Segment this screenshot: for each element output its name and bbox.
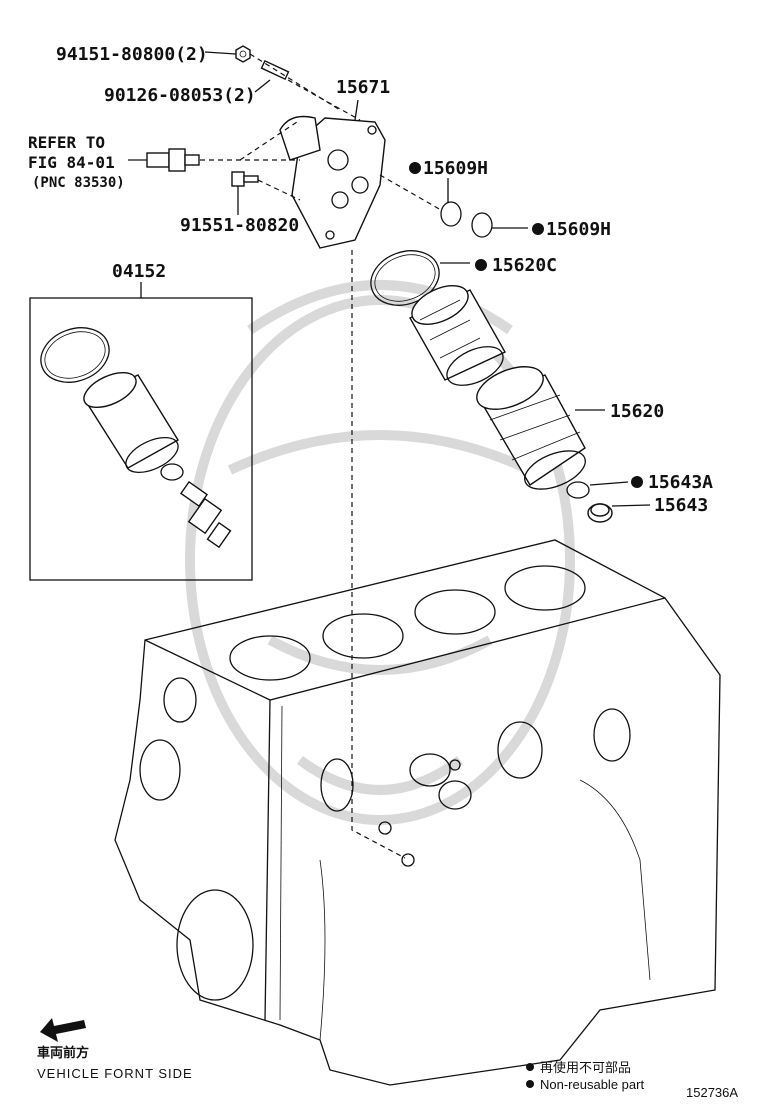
watermark-emblem xyxy=(185,280,575,825)
refer-line-2: FIG 84-01 xyxy=(28,153,115,172)
non-reusable-dot-icon xyxy=(409,162,421,174)
kit-contents xyxy=(40,327,232,549)
o-ring-15643a xyxy=(566,481,590,499)
non-reusable-dot-icon xyxy=(532,223,544,235)
legend-en: Non-reusable part xyxy=(540,1077,644,1092)
nut-94151 xyxy=(235,45,251,63)
drain-plug-15643 xyxy=(587,503,613,523)
label-94151: 94151-80800(2) xyxy=(56,44,208,65)
label-90126: 90126-08053(2) xyxy=(104,85,256,106)
cylinder-block xyxy=(114,539,721,1086)
label-04152: 04152 xyxy=(112,261,166,282)
oil-filter-bracket-15671 xyxy=(279,115,386,249)
front-label-jp: 車両前方 xyxy=(37,1045,89,1060)
refer-line-3: (PNC 83530) xyxy=(32,175,125,191)
legend-dot-icon xyxy=(526,1080,534,1088)
non-reusable-dot-icon xyxy=(631,476,643,488)
label-91551: 91551-80820 xyxy=(180,215,299,236)
filter-element xyxy=(409,285,506,386)
legend-dot-icon xyxy=(526,1063,534,1071)
label-15620c: 15620C xyxy=(492,255,557,276)
refer-line-1: REFER TO xyxy=(28,133,105,152)
oil-pressure-switch xyxy=(146,148,200,172)
label-15643: 15643 xyxy=(654,495,708,516)
non-reusable-dot-icon xyxy=(475,259,487,271)
filter-cap-15620 xyxy=(476,366,586,490)
bolt-91551 xyxy=(231,171,259,187)
figure-id: 152736A xyxy=(686,1085,738,1100)
legend-jp: 再使用不可部品 xyxy=(540,1060,631,1075)
o-ring-15609h-b xyxy=(471,212,493,238)
label-15620: 15620 xyxy=(610,401,664,422)
label-15643a: 15643A xyxy=(648,472,713,493)
front-arrow-icon xyxy=(40,1018,86,1042)
o-ring-15609h-a xyxy=(440,201,462,227)
label-15609h-b: 15609H xyxy=(546,219,611,240)
front-label-en: VEHICLE FORNT SIDE xyxy=(37,1066,193,1081)
gasket-15620c xyxy=(370,250,440,306)
label-15671: 15671 xyxy=(336,77,390,98)
label-15609h-a: 15609H xyxy=(423,158,488,179)
